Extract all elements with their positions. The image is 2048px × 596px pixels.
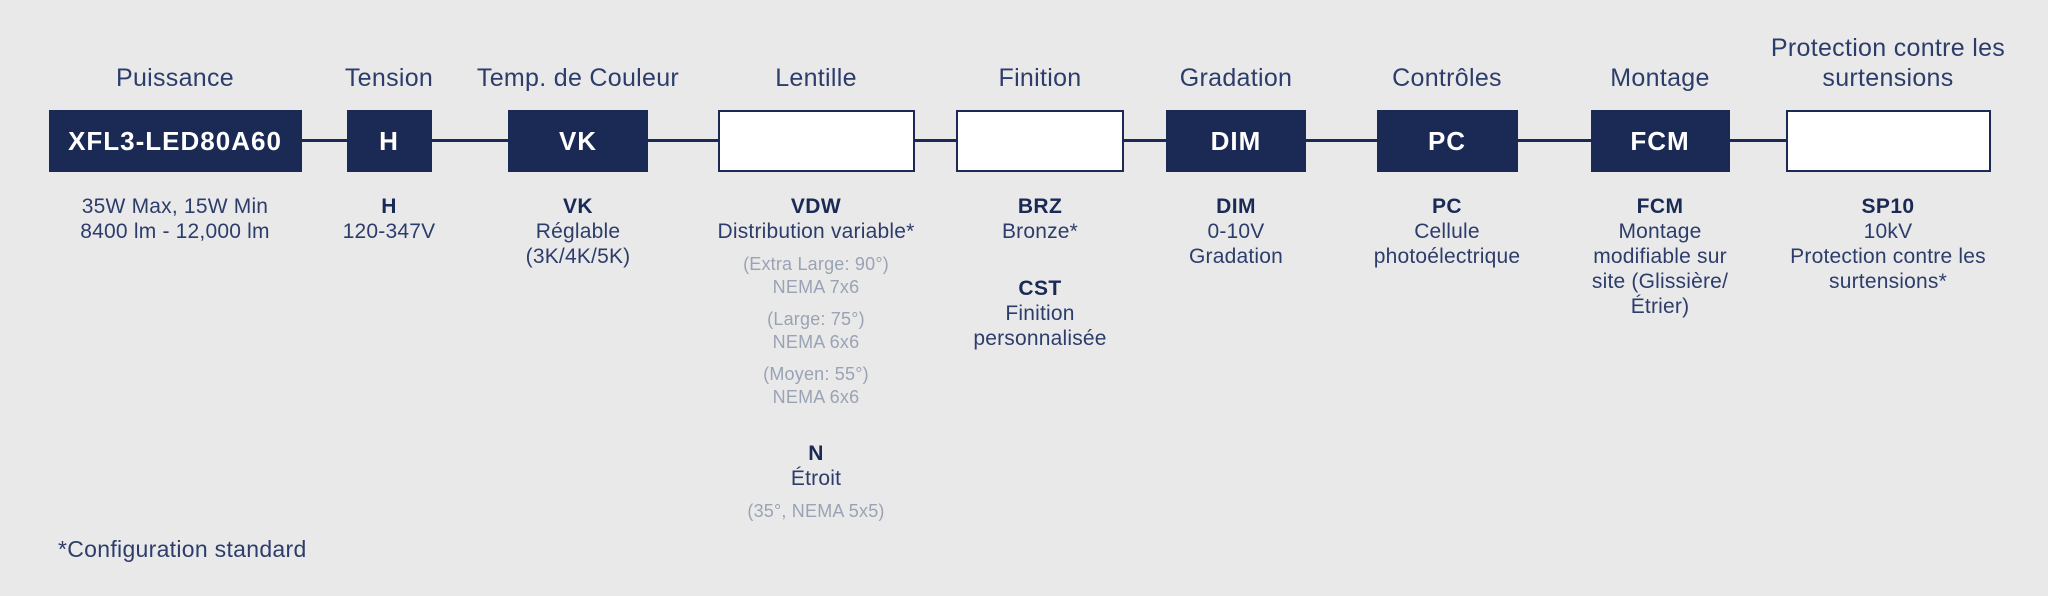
option-code: CST: [1018, 277, 1062, 300]
spec-code-box: PC: [1376, 110, 1518, 172]
option-code: N: [808, 442, 824, 465]
option-desc-line: surtensions*: [1829, 270, 1947, 293]
option-code: H: [381, 195, 397, 218]
column-header: Lentille: [775, 64, 857, 92]
column-header: Temp. de Couleur: [476, 64, 680, 92]
option-desc-line: site (Glissière/: [1591, 270, 1729, 293]
option-code: SP10: [1861, 195, 1915, 218]
box-label: FCM: [1630, 125, 1690, 156]
note-group: (Extra Large: 90°) NEMA 7x6: [696, 253, 936, 299]
option-desc-line: Protection contre les: [1790, 245, 1986, 268]
spec-code-box: XFL3-LED80A60: [48, 110, 302, 172]
option-desc-line: Cellule: [1414, 220, 1480, 243]
option-desc-line: 8400 lm - 12,000 lm: [80, 220, 270, 243]
footnote: *Configuration standard: [58, 536, 307, 562]
option-desc-line: 10kV: [1863, 220, 1913, 243]
column-header: Contrôles: [1392, 64, 1502, 92]
option-desc-line: (3K/4K/5K): [525, 245, 631, 268]
option-code: BRZ: [1017, 195, 1063, 218]
option-desc-line: 0-10V: [1207, 220, 1265, 243]
note-line: (35°, NEMA 5x5): [747, 501, 885, 521]
box-label: H: [379, 125, 399, 156]
spec-code-box-empty: [717, 110, 915, 172]
note-line: (Large: 75°): [767, 309, 865, 329]
column-header: Tension: [344, 64, 434, 92]
option-desc-line: photoélectrique: [1373, 245, 1521, 268]
column-header: Protection contre les surtensions: [1770, 34, 2006, 92]
option-desc-line: modifiable sur: [1593, 245, 1727, 268]
box-label: DIM: [1210, 125, 1262, 156]
option-desc-line: Étrier): [1630, 295, 1690, 318]
option-desc-line: personnalisée: [973, 327, 1107, 350]
note-line: NEMA 6x6: [772, 387, 860, 407]
note-group: (35°, NEMA 5x5): [696, 500, 936, 523]
spec-code-box-empty: [956, 110, 1124, 172]
column-header: Puissance: [115, 64, 235, 92]
spec-code-box: FCM: [1590, 110, 1730, 172]
option-code: FCM: [1636, 195, 1684, 218]
option-desc-line: Gradation: [1188, 245, 1284, 268]
box-label: XFL3-LED80A60: [68, 125, 282, 156]
option-desc-line: Bronze*: [1001, 220, 1079, 243]
spec-code-box: DIM: [1166, 110, 1306, 172]
option-desc-line: Finition: [1005, 302, 1075, 325]
option-code: VDW: [790, 195, 842, 218]
option-code: DIM: [1216, 195, 1256, 218]
spec-code-box-empty: [1785, 110, 1991, 172]
column-header: Montage: [1610, 64, 1710, 92]
option-desc-line: 35W Max, 15W Min: [81, 195, 269, 218]
option-desc-line: Réglable: [535, 220, 621, 243]
note-group: (Moyen: 55°) NEMA 6x6: [696, 363, 936, 409]
note-line: NEMA 6x6: [772, 332, 860, 352]
option-code: VK: [563, 195, 593, 218]
box-label: VK: [558, 125, 598, 156]
note-line: (Extra Large: 90°): [743, 254, 889, 274]
column-header: Finition: [998, 64, 1082, 92]
option-desc-line: Étroit: [790, 467, 842, 490]
option-desc-line: Distribution variable*: [717, 220, 915, 243]
note-line: (Moyen: 55°): [763, 364, 869, 384]
option-desc-line: Montage: [1618, 220, 1702, 243]
spec-code-box: VK: [508, 110, 648, 172]
option-desc-line: 120-347V: [342, 220, 436, 243]
spec-code-box: H: [346, 110, 432, 172]
note-group: (Large: 75°) NEMA 6x6: [696, 308, 936, 354]
note-line: NEMA 7x6: [772, 277, 860, 297]
option-code: PC: [1432, 195, 1462, 218]
box-label: PC: [1427, 125, 1467, 156]
column-header: Gradation: [1179, 64, 1293, 92]
